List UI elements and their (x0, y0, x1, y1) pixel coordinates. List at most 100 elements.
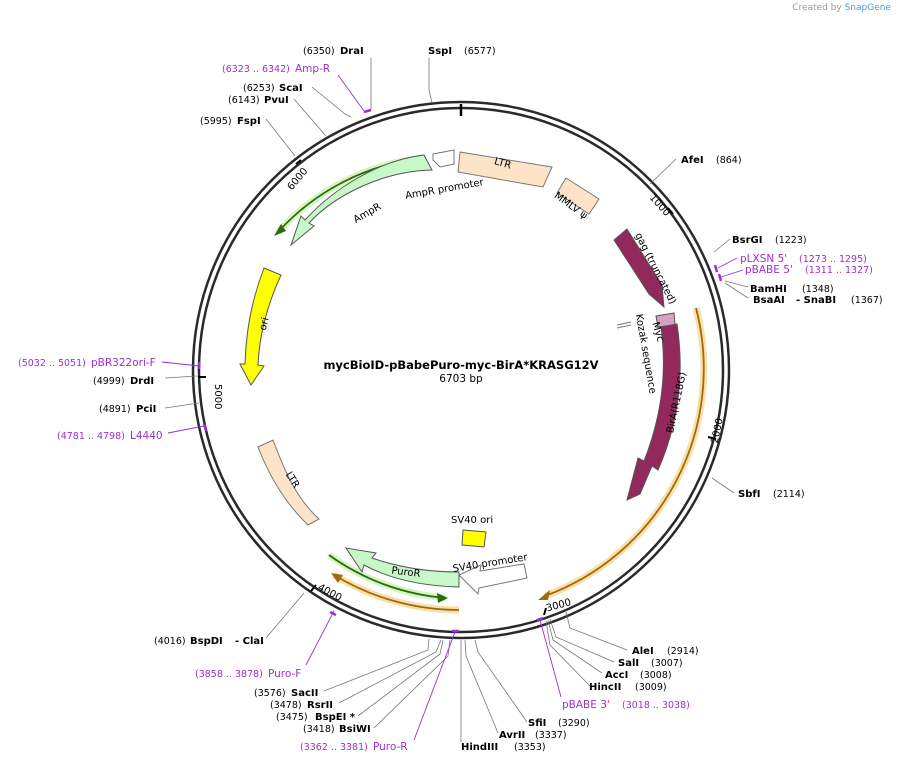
plasmid-name: mycBioID-pBabePuro-myc-BirA*KRASG12V (323, 358, 598, 372)
site-acci-name[interactable]: AccI (605, 670, 628, 681)
site-hindiii-name[interactable]: HindIII (461, 742, 498, 753)
puroR-label: PuroR (391, 565, 421, 579)
leader-fspi (265, 118, 296, 157)
site-sbfi-pos: (2114) (773, 489, 805, 500)
tick-3000 (543, 607, 547, 616)
site-snabi-pos: (1367) (851, 295, 883, 306)
site-pcii-name[interactable]: PciI (136, 404, 156, 415)
orf-arc-puro (328, 554, 447, 599)
site-scai-name[interactable]: ScaI (279, 83, 303, 94)
site-bsrgi-name[interactable]: BsrGI (732, 235, 762, 246)
site-sfii-pos: (3290) (558, 718, 590, 729)
site-sfii-name[interactable]: SfiI (528, 718, 546, 729)
site-bsaai-name[interactable]: BsaAI (753, 295, 785, 306)
site-bsiwi-pos: (3418) (303, 724, 335, 735)
site-rsrii-pos: (3478) (270, 700, 302, 711)
site-leaders (164, 58, 749, 742)
mmlv-psi-feature (556, 177, 600, 215)
site-pvui-name[interactable]: PvuI (264, 95, 289, 106)
orf-arc-birA-head (538, 590, 550, 600)
primer-amp-r-name[interactable]: Amp-R (295, 63, 330, 75)
leader-scai (311, 86, 352, 118)
sv40-promoter-feature (458, 563, 528, 596)
site-rsrii-name[interactable]: RsrII (307, 700, 333, 711)
ltr-left-feature (257, 439, 320, 526)
primer-pbr322-name[interactable]: pBR322ori-F (91, 357, 156, 369)
sv40-ori-feature (461, 529, 487, 548)
site-avrii-name[interactable]: AvrII (499, 730, 525, 741)
leader-bsrgi (713, 238, 731, 253)
site-clai-name[interactable]: - ClaI (235, 636, 264, 647)
tick-label-4000: 4000 (316, 582, 344, 604)
ampr-promoter-label: AmpR promoter (404, 177, 485, 202)
tick-4000 (310, 584, 317, 592)
myc-label: Myc (649, 321, 665, 343)
leader-bsiwi (373, 639, 451, 729)
ltr-top-feature (457, 151, 553, 188)
site-acci-pos: (3008) (640, 670, 672, 681)
ampr-label: AmpR (352, 201, 383, 225)
kozak-mark-2 (616, 324, 632, 329)
primer-puro-f-name[interactable]: Puro-F (268, 668, 301, 680)
gag-feature (613, 228, 665, 309)
site-bspei-name[interactable]: BspEI * (315, 712, 356, 723)
site-sbfi-name[interactable]: SbfI (738, 489, 760, 500)
site-snabi-name[interactable]: - SnaBI (796, 295, 836, 306)
site-alei-name[interactable]: AleI (632, 646, 654, 657)
site-hincii-name[interactable]: HincII (589, 682, 621, 693)
site-sali-pos: (3007) (651, 658, 683, 669)
leader-sbfi (711, 477, 735, 494)
primer-mark-l4440 (202, 423, 208, 432)
orf-arc-puro-outer (333, 574, 460, 611)
primer-plxsn-name[interactable]: pLXSN 5' (740, 253, 787, 265)
leader-sali (549, 618, 615, 663)
site-bsrgi-pos: (1223) (775, 235, 807, 246)
site-scai-pos: (6253) (243, 83, 275, 94)
leader-pvui (293, 98, 327, 137)
orf-arc-ampr-head (274, 224, 286, 236)
primer-puro-r-name[interactable]: Puro-R (373, 741, 408, 753)
primer-plxsn-range: (1273 .. 1295) (799, 254, 867, 265)
site-fspi-name[interactable]: FspI (237, 116, 261, 127)
orf-arc-puro-head (437, 593, 448, 603)
primer-mark-pbabe5 (717, 273, 723, 282)
site-drdi-name[interactable]: DrdI (130, 376, 154, 387)
primer-pbabe5-range: (1311 .. 1327) (805, 265, 873, 276)
site-sali-name[interactable]: SalI (618, 658, 639, 669)
primer-pbabe5-name[interactable]: pBABE 5' (745, 264, 793, 276)
leader-sfii (474, 639, 528, 723)
backbone-outer-ring (191, 100, 731, 640)
snapgene-credit: Created by SnapGene (792, 3, 891, 13)
primer-leader-pbabe3 (539, 619, 562, 698)
site-afei-name[interactable]: AfeI (681, 155, 704, 166)
site-drai-name[interactable]: DraI (340, 46, 364, 57)
site-alei-pos: (2914) (667, 646, 699, 657)
site-pcii-pos: (4891) (99, 404, 131, 415)
puroR-feature (344, 547, 460, 588)
site-bamhi-name[interactable]: BamHI (750, 284, 787, 295)
primer-puro-r-range: (3362 .. 3381) (300, 742, 368, 753)
site-fspi-pos: (5995) (200, 116, 232, 127)
snapgene-logo: SnapGene (844, 3, 891, 13)
ori-label: ori (258, 316, 272, 331)
primer-l4440-name[interactable]: L4440 (130, 430, 163, 442)
tick-label-2000: 2000 (710, 417, 726, 444)
primer-leader-l4440 (167, 425, 205, 434)
primer-marks (197, 108, 723, 633)
credit-prefix: Created by (792, 3, 842, 13)
ampr-feature (289, 154, 433, 247)
site-sacii-name[interactable]: SacII (291, 688, 318, 699)
leader-sspi (428, 58, 433, 104)
site-sspi-pos: (6577) (464, 46, 496, 57)
tick-6000 (295, 159, 302, 165)
site-sspi-name[interactable]: SspI (428, 46, 452, 57)
site-bspdi-name[interactable]: BspDI (190, 636, 223, 647)
primer-leader-puro-r (413, 631, 456, 741)
ori-feature (239, 267, 282, 386)
birA-feature (626, 323, 681, 501)
site-hincii-pos: (3009) (635, 682, 667, 693)
site-bsiwi-name[interactable]: BsiWI (339, 724, 371, 735)
site-bspei-pos: (3475) (276, 712, 308, 723)
primer-pbabe3-name[interactable]: pBABE 3' (562, 699, 610, 711)
primer-leaders (161, 74, 744, 741)
